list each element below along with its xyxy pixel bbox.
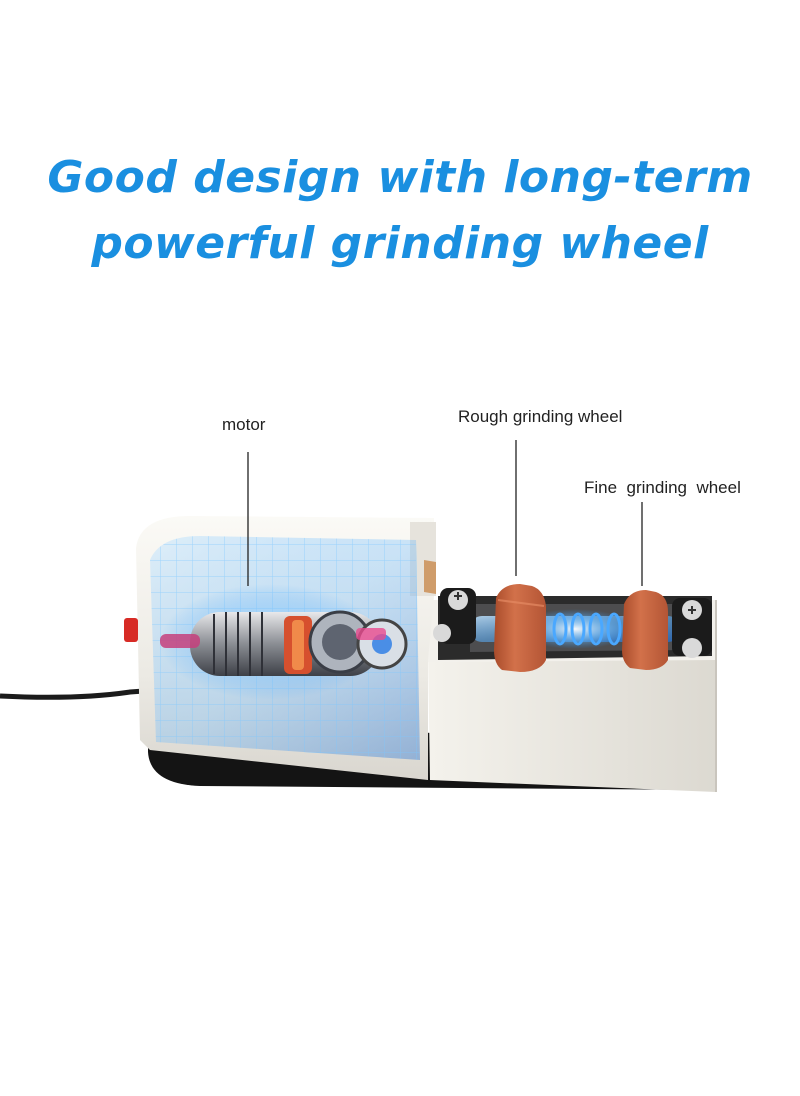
bearing-right: [672, 598, 712, 658]
callout-fine-wheel-label: Fine grinding wheel: [584, 478, 741, 497]
power-cord: [0, 687, 159, 700]
rough-grinding-wheel: [494, 584, 546, 672]
leader-lines: [247, 440, 643, 586]
callout-motor-label: motor: [222, 415, 266, 434]
bearing-left: [433, 588, 476, 644]
headline-line-1: Good design with long-term: [47, 152, 753, 203]
headline-line-2: powerful grinding wheel: [91, 218, 709, 269]
motor-cutaway: [160, 584, 408, 700]
callout-rough-wheel-label: Rough grinding wheel: [458, 407, 623, 426]
spring-coils: [552, 612, 622, 646]
power-switch: [124, 618, 138, 642]
fine-grinding-wheel: [622, 590, 668, 670]
